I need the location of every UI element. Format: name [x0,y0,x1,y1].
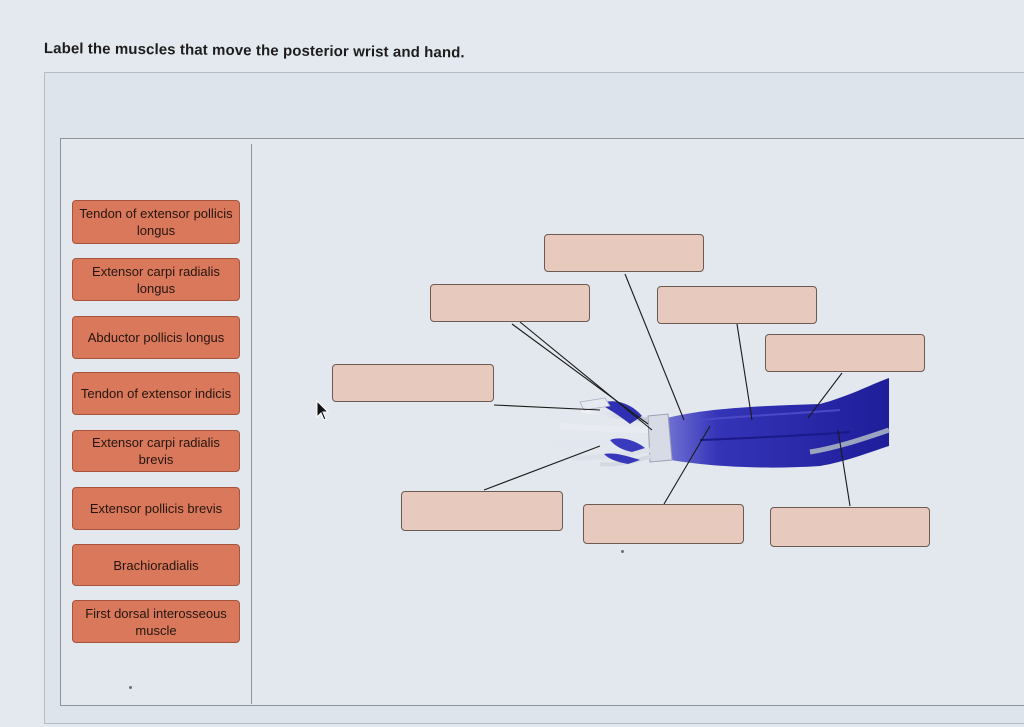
arrow-cursor-icon [316,400,330,421]
label-tile-extensor-carpi-radialis-brevis[interactable]: Extensor carpi radialis brevis [72,430,240,472]
question-prompt: Label the muscles that move the posterio… [43,40,465,62]
label-tile-extensor-carpi-radialis-longus[interactable]: Extensor carpi radialis longus [72,258,240,301]
label-tile-abductor-pollicis-longus[interactable]: Abductor pollicis longus [72,316,240,359]
label-tile-extensor-pollicis-brevis[interactable]: Extensor pollicis brevis [72,487,240,530]
drop-target-3[interactable] [657,286,817,324]
label-tile-tendon-extensor-pollicis-longus[interactable]: Tendon of extensor pollicis longus [72,200,240,244]
drop-target-7[interactable] [583,504,744,544]
label-bank-divider [251,144,252,704]
panel-dot [129,686,132,689]
label-tile-brachioradialis[interactable]: Brachioradialis [72,544,240,586]
label-tile-tendon-extensor-indicis[interactable]: Tendon of extensor indicis [72,372,240,415]
drop-target-4[interactable] [765,334,925,372]
drop-target-1[interactable] [544,234,704,272]
label-tile-first-dorsal-interosseous[interactable]: First dorsal interosseous muscle [72,600,240,643]
drop-target-6[interactable] [401,491,563,531]
panel-dot [621,550,624,553]
drop-target-8[interactable] [770,507,930,547]
drop-target-2[interactable] [430,284,590,322]
drop-target-5[interactable] [332,364,494,402]
